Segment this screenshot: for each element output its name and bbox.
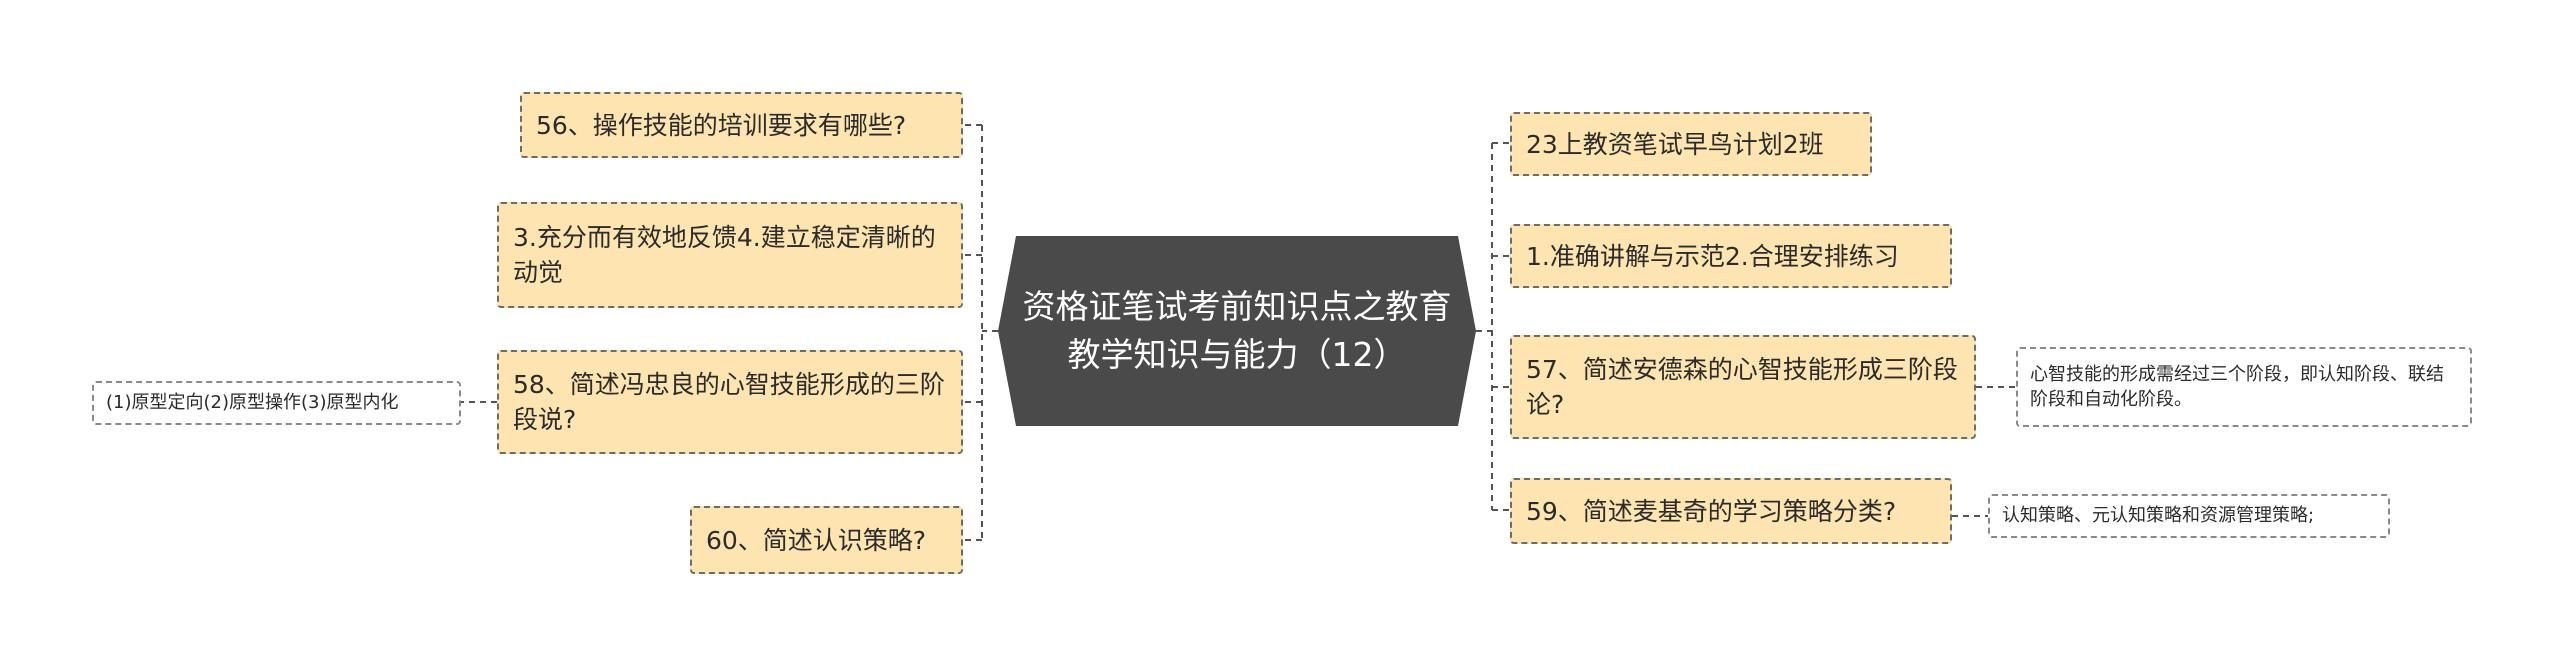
topic-57-detail-label: 心智技能的形成需经过三个阶段，即认知阶段、联结阶段和自动化阶段。 <box>2030 363 2444 410</box>
topic-1-2[interactable]: 1.准确讲解与示范2.合理安排练习 <box>1510 224 1952 288</box>
left-trunk <box>981 125 998 540</box>
topic-3-4[interactable]: 3.充分而有效地反馈4.建立稳定清晰的动觉 <box>497 202 963 308</box>
topic-59-detail[interactable]: 认知策略、元认知策略和资源管理策略; <box>1988 494 2390 538</box>
central-topic-shape <box>998 236 1476 426</box>
topic-58-detail-label: (1)原型定向(2)原型操作(3)原型内化 <box>106 392 399 414</box>
topic-60[interactable]: 60、简述认识策略? <box>690 506 963 574</box>
topic-59[interactable]: 59、简述麦基奇的学习策略分类? <box>1510 478 1952 544</box>
topic-58-label: 58、简述冯忠良的心智技能形成的三阶段说? <box>513 370 945 434</box>
topic-56-label: 56、操作技能的培训要求有哪些? <box>536 110 907 140</box>
topic-57-detail[interactable]: 心智技能的形成需经过三个阶段，即认知阶段、联结阶段和自动化阶段。 <box>2016 347 2472 427</box>
topic-59-detail-label: 认知策略、元认知策略和资源管理策略; <box>2002 505 2315 527</box>
topic-1-2-label: 1.准确讲解与示范2.合理安排练习 <box>1526 241 1899 271</box>
right-trunk <box>1476 143 1493 510</box>
topic-23-label: 23上教资笔试早鸟计划2班 <box>1526 129 1824 159</box>
topic-57-label: 57、简述安德森的心智技能形成三阶段论? <box>1526 355 1958 419</box>
topic-58[interactable]: 58、简述冯忠良的心智技能形成的三阶段说? <box>497 350 963 454</box>
central-topic-title: 资格证笔试考前知识点之教育教学知识与能力（12） <box>1022 287 1452 374</box>
topic-56[interactable]: 56、操作技能的培训要求有哪些? <box>520 92 963 158</box>
topic-59-label: 59、简述麦基奇的学习策略分类? <box>1526 496 1897 526</box>
topic-3-4-label: 3.充分而有效地反馈4.建立稳定清晰的动觉 <box>513 223 936 287</box>
topic-57[interactable]: 57、简述安德森的心智技能形成三阶段论? <box>1510 335 1976 439</box>
central-topic[interactable]: 资格证笔试考前知识点之教育教学知识与能力（12） <box>998 236 1476 426</box>
topic-60-label: 60、简述认识策略? <box>706 525 927 555</box>
topic-58-detail[interactable]: (1)原型定向(2)原型操作(3)原型内化 <box>92 381 461 425</box>
topic-23[interactable]: 23上教资笔试早鸟计划2班 <box>1510 112 1872 176</box>
